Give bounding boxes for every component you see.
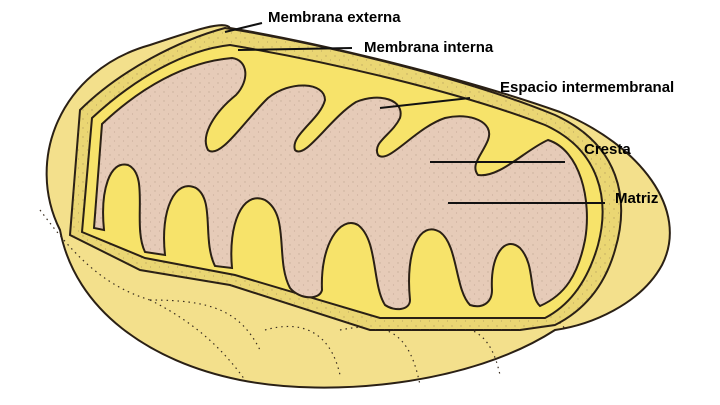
label-crista: Cresta: [584, 141, 631, 158]
label-intermembrane-space: Espacio intermembranal: [500, 79, 674, 96]
label-outer-membrane: Membrana externa: [268, 9, 401, 26]
label-matrix: Matriz: [615, 190, 658, 207]
label-inner-membrane: Membrana interna: [364, 39, 494, 56]
